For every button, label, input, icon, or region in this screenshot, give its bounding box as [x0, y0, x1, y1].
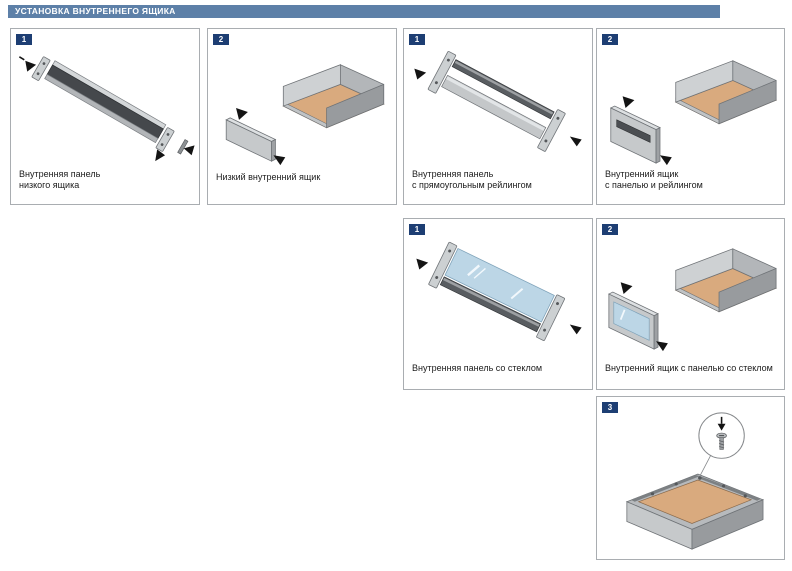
instruction-panel-4: 2 Внутренний ящик с панелью и рейлингом: [596, 28, 785, 205]
section-title: УСТАНОВКА ВНУТРЕННЕГО ЯЩИКА: [15, 6, 176, 16]
panel-caption: Внутренний ящик с панелью со стеклом: [605, 363, 773, 374]
step-badge: 2: [213, 34, 229, 45]
panel-caption: Внутренняя панель со стеклом: [412, 363, 543, 374]
drawer-glass-panel-illustration: [607, 248, 778, 352]
step-badge: 1: [409, 224, 425, 235]
low-inner-drawer-illustration: [225, 64, 385, 166]
instruction-panel-3: 1 Внутренняя панель с прямоугольным рейл…: [403, 28, 593, 205]
instruction-panel-6: 2 Внутренний ящик с панелью со стеклом: [596, 218, 785, 390]
panel-caption: Внутренний ящик с панелью и рейлингом: [605, 168, 703, 191]
instruction-panel-7: 3: [596, 396, 785, 560]
glass-panel-illustration: [416, 241, 582, 341]
step-badge: 1: [16, 34, 32, 45]
instruction-panel-5: 1 Внутренняя панель со стеклом: [403, 218, 593, 390]
instruction-panel-1: 1 Внутренняя: [10, 28, 200, 205]
inner-panel-railing-illustration: [414, 51, 582, 152]
screw-detail-illustration: [625, 412, 765, 550]
step-badge: 3: [602, 402, 618, 413]
step-badge: 2: [602, 34, 618, 45]
instruction-panel-2: 2 Низкий внутренний ящик: [207, 28, 397, 205]
step-badge: 2: [602, 224, 618, 235]
inner-panel-low-drawer-illustration: [18, 56, 195, 162]
section-title-bar: УСТАНОВКА ВНУТРЕННЕГО ЯЩИКА: [8, 5, 720, 18]
panel-caption: Внутренняя панель низкого ящика: [19, 168, 101, 191]
panel-caption: Низкий внутренний ящик: [216, 172, 321, 183]
step-badge: 1: [409, 34, 425, 45]
drawer-panel-railing-illustration: [609, 60, 778, 166]
panel-caption: Внутренняя панель с прямоугольным рейлин…: [412, 168, 532, 191]
